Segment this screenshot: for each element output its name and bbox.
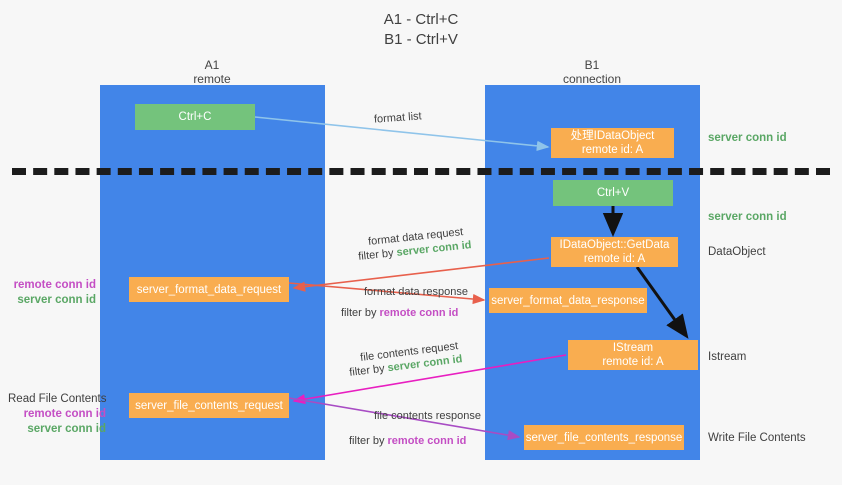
lane-b1-title: B1 — [584, 58, 600, 72]
note-remote-conn-id-2: remote conn id — [23, 408, 106, 420]
box-server-format-data-response-label: server_format_data_response — [491, 294, 645, 307]
box-idataobject-line-1: 处理IDataObject — [570, 130, 655, 142]
box-idataobject[interactable]: 处理IDataObject remote id: A — [551, 128, 674, 158]
edge-label-file-contents-response: file contents response — [374, 410, 482, 422]
filter-by-text-3: filter by — [348, 362, 386, 379]
note-dataobject: DataObject — [708, 246, 766, 258]
edge-label-file-contents-response-filter: filter by remote conn id — [349, 434, 466, 449]
note-server-conn-id-1: server conn id — [17, 294, 96, 306]
box-getdata-line-1: IDataObject::GetData — [559, 239, 670, 251]
lane-a1-subtitle: remote — [193, 72, 231, 86]
box-ctrl-v-label: Ctrl+V — [596, 187, 630, 199]
note-server-conn-id-mid: server conn id — [708, 211, 787, 223]
filter-by-text-4: filter by — [349, 435, 385, 447]
filter-by-text-1: filter by — [357, 247, 395, 263]
box-server-file-contents-response[interactable]: server_file_contents_response — [524, 425, 684, 450]
page-title: A1 - Ctrl+C B1 - Ctrl+V — [0, 10, 842, 50]
lane-a1-title: A1 — [204, 58, 220, 72]
box-server-file-contents-response-label: server_file_contents_response — [525, 431, 683, 444]
box-getdata-line-2: remote id: A — [583, 253, 646, 265]
note-server-conn-id-top: server conn id — [708, 132, 787, 144]
box-idataobject-getdata[interactable]: IDataObject::GetData remote id: A — [551, 237, 678, 267]
note-server-conn-id-2: server conn id — [27, 423, 106, 435]
box-ctrl-c[interactable]: Ctrl+C — [135, 104, 255, 130]
edge-label-format-data-response-filter: filter by remote conn id — [341, 306, 458, 321]
note-write-file-contents: Write File Contents — [708, 432, 806, 444]
note-istream: Istream — [708, 351, 747, 363]
box-istream-line-2: remote id: A — [602, 356, 664, 368]
box-idataobject-line-2: remote id: A — [581, 144, 644, 156]
box-server-file-contents-request[interactable]: server_file_contents_request — [129, 393, 289, 418]
box-ctrl-v[interactable]: Ctrl+V — [553, 180, 673, 206]
edge-label-format-data-response: format data response — [364, 286, 468, 298]
lane-b1-subtitle: connection — [562, 72, 622, 86]
box-ctrl-c-label: Ctrl+C — [178, 111, 212, 123]
phase-divider — [12, 168, 830, 175]
note-left-conn-ids-lower: Read File Contents remote conn id server… — [8, 392, 106, 437]
box-server-format-data-request[interactable]: server_format_data_request — [129, 277, 289, 302]
lane-header-b1: B1 connection — [512, 58, 672, 86]
lane-header-a1: A1 remote — [132, 58, 292, 86]
box-server-format-data-request-label: server_format_data_request — [136, 283, 282, 296]
filter-remote-conn-id-2: remote conn id — [387, 435, 467, 447]
title-line-2: B1 - Ctrl+V — [384, 31, 458, 48]
box-server-file-contents-request-label: server_file_contents_request — [135, 399, 283, 412]
box-server-format-data-response[interactable]: server_format_data_response — [489, 288, 647, 313]
box-istream-line-1: IStream — [612, 342, 654, 354]
box-istream[interactable]: IStream remote id: A — [568, 340, 698, 370]
note-remote-conn-id-1: remote conn id — [13, 279, 96, 291]
note-read-file-contents: Read File Contents — [8, 393, 107, 405]
edge-label-format-list: format list — [373, 110, 423, 126]
title-line-1: A1 - Ctrl+C — [383, 11, 459, 28]
note-left-conn-ids-upper: remote conn id server conn id — [8, 278, 96, 308]
filter-by-text-2: filter by — [341, 307, 377, 319]
filter-remote-conn-id-1: remote conn id — [379, 307, 459, 319]
